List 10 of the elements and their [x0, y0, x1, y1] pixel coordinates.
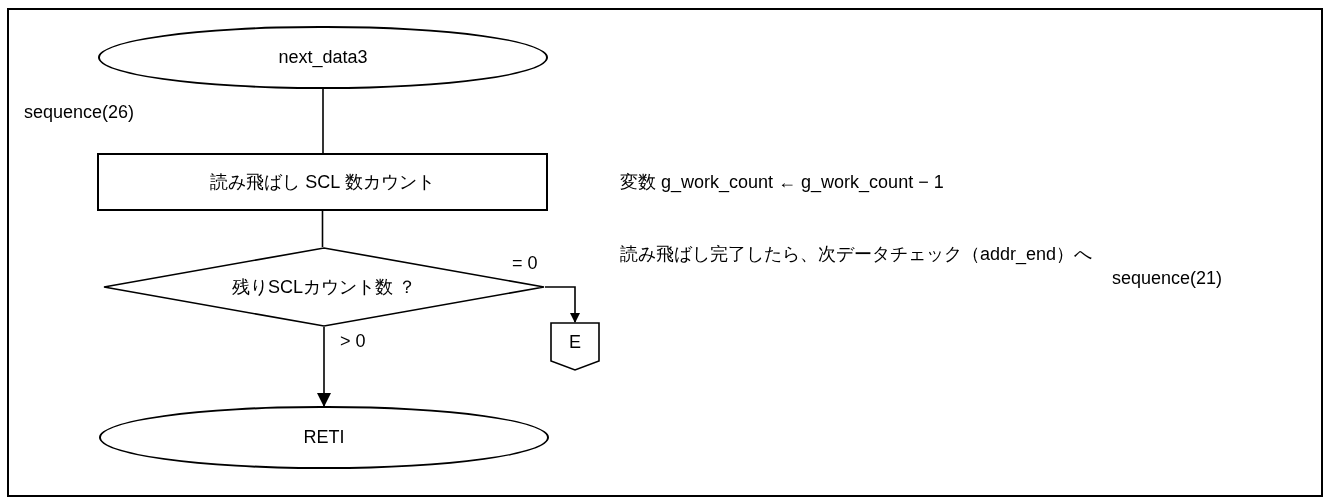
- connector-line: [321, 210, 324, 248]
- arrow: [544, 286, 580, 323]
- arrow: [317, 326, 331, 407]
- process-box: 読み飛ばし SCL 数カウント: [97, 153, 548, 211]
- off-page-connector: E: [550, 322, 600, 371]
- annotation-text: sequence(21): [1111, 267, 1222, 289]
- annotation-text: 変数 g_work_count ← g_work_count − 1: [620, 171, 944, 193]
- connector-line: [322, 88, 324, 154]
- sequence-label: sequence(26): [24, 101, 135, 123]
- annotation-text: 読み飛ばし完了したら、次データチェック（addr_end）へ: [620, 243, 1093, 265]
